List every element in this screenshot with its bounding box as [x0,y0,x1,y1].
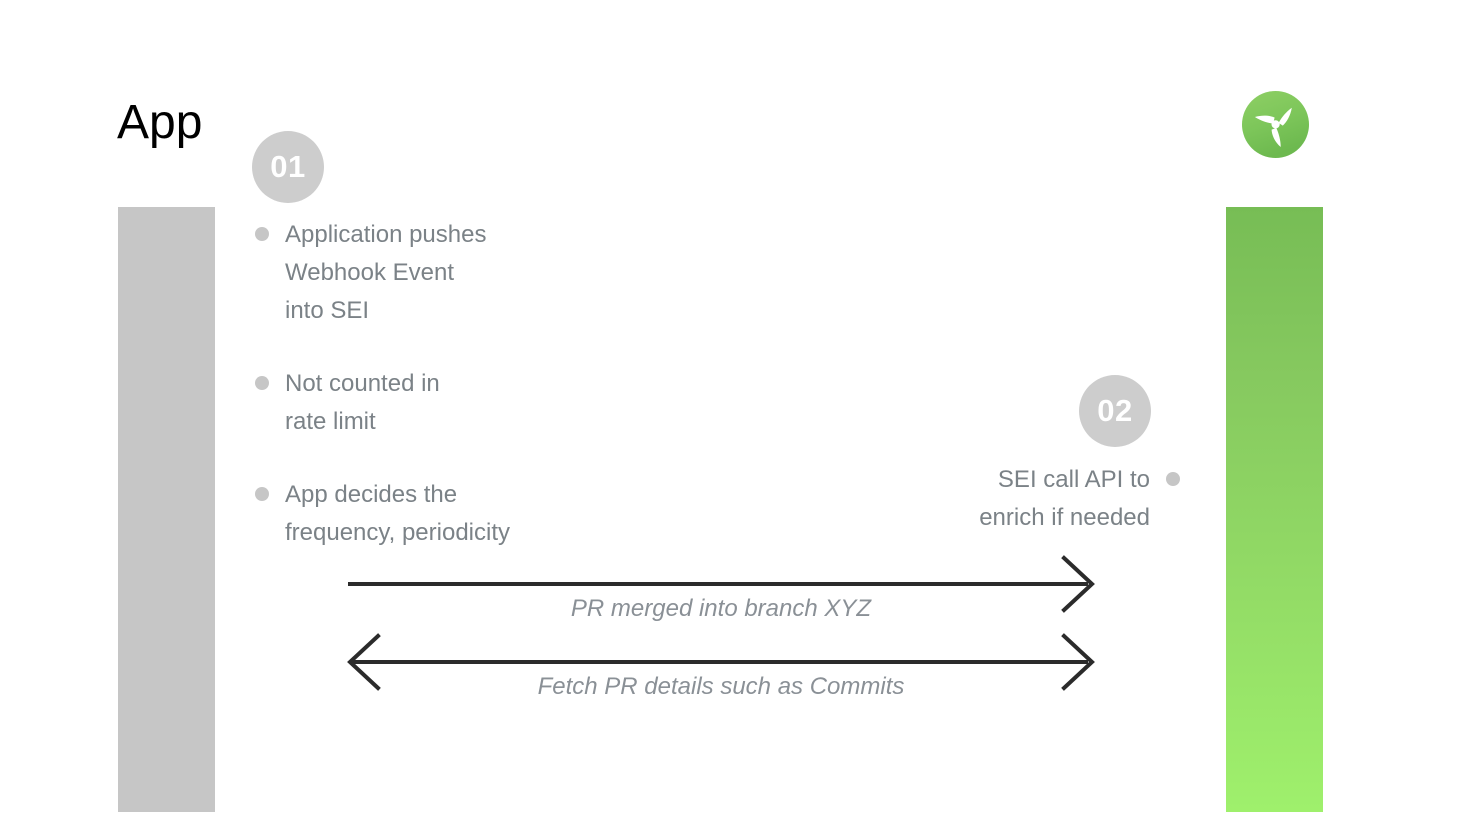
propeller-logo-icon [1240,89,1311,160]
message-arrow-1: PR merged into branch XYZ [348,555,1095,622]
list-item: SEI call API to enrich if needed [860,461,1180,537]
bullet-text: SEI call API to enrich if needed [979,466,1150,531]
left-actor-lane [118,207,215,812]
step-01-bullet-list: Application pushes Webhook Event into SE… [255,216,675,587]
right-actor-lane [1226,207,1323,812]
bullet-dot-icon [255,487,269,501]
bullet-text: App decides the frequency, periodicity [285,481,510,546]
message-label-2: Fetch PR details such as Commits [537,673,905,700]
step-02-bullet-list: SEI call API to enrich if needed [860,461,1180,537]
bullet-dot-icon [1166,472,1180,486]
message-label-1: PR merged into branch XYZ [570,595,872,622]
step-badge-02: 02 [1079,375,1151,447]
bullet-text: Application pushes Webhook Event into SE… [285,221,487,324]
bullet-dot-icon [255,376,269,390]
list-item: Application pushes Webhook Event into SE… [255,216,675,330]
bullet-text: Not counted in rate limit [285,370,440,435]
bullet-dot-icon [255,227,269,241]
message-arrow-2: Fetch PR details such as Commits [347,633,1095,700]
left-actor-title: App [117,96,203,149]
list-item: Not counted in rate limit [255,365,675,441]
step-badge-01: 01 [252,131,324,203]
list-item: App decides the frequency, periodicity [255,476,675,552]
